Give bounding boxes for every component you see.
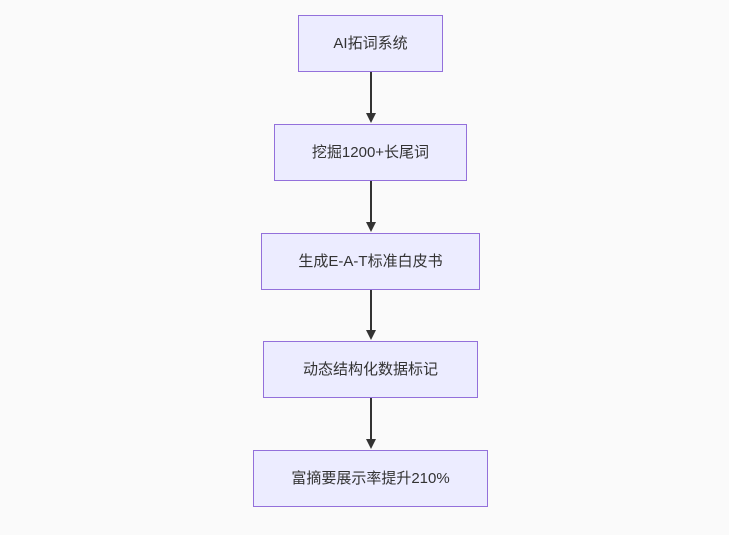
flow-node-structured-data-markup: 动态结构化数据标记: [263, 341, 478, 398]
arrow-n4-n5: [366, 398, 376, 449]
arrow-n1-n2: [366, 72, 376, 123]
flow-node-label: 动态结构化数据标记: [302, 360, 438, 378]
flow-node-ai-word-expansion: AI拓词系统: [298, 15, 443, 72]
flow-node-label: 生成E-A-T标准白皮书: [298, 252, 443, 270]
flow-node-label: AI拓词系统: [333, 34, 408, 52]
flow-node-label: 富摘要展示率提升210%: [291, 469, 450, 487]
arrow-n2-n3: [366, 181, 376, 232]
arrow-n3-n4: [366, 290, 376, 340]
flow-node-eat-whitepaper: 生成E-A-T标准白皮书: [261, 233, 480, 290]
flow-node-longtail-mining: 挖掘1200+长尾词: [274, 124, 467, 181]
flow-node-rich-snippet-lift: 富摘要展示率提升210%: [253, 450, 488, 507]
flow-node-label: 挖掘1200+长尾词: [311, 143, 430, 161]
